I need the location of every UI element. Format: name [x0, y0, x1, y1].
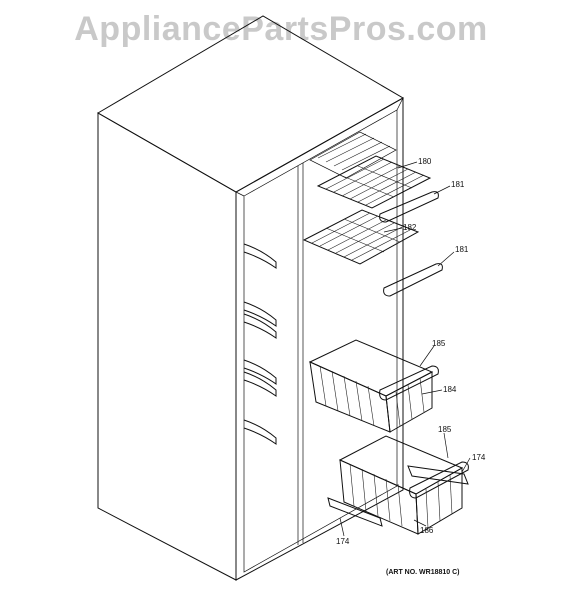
- callout-185-upper: 185: [432, 339, 446, 348]
- wire-shelf-182: [302, 209, 420, 265]
- callout-181-lower: 181: [455, 245, 469, 254]
- shelf-trim-181-lower: [383, 263, 443, 297]
- wire-shelf-180: [316, 155, 432, 209]
- shelf-trim-181-upper: [379, 191, 439, 223]
- callout-181-upper: 181: [451, 180, 465, 189]
- callout-186: 186: [420, 526, 434, 535]
- basket-handle-185-lower: [409, 461, 469, 499]
- wire-basket-184: [308, 339, 434, 433]
- door-shelf-ledges: [243, 243, 277, 445]
- slide-rail-174-left: [327, 497, 383, 527]
- slide-rail-174-right: [407, 465, 469, 485]
- leader-lines: [339, 161, 471, 537]
- callout-180: 180: [418, 157, 432, 166]
- cabinet-top-shelf: [309, 131, 397, 179]
- callout-174-left: 174: [336, 537, 350, 546]
- watermark-logo: AppliancePartsPros.com: [74, 10, 488, 48]
- callout-174-right: 174: [472, 453, 486, 462]
- basket-handle-185-upper: [379, 365, 439, 401]
- refrigerator-cabinet: [97, 15, 405, 581]
- callout-184: 184: [443, 385, 457, 394]
- art-number: (ART NO. WR18810 C): [386, 569, 460, 576]
- callout-185-lower: 185: [438, 425, 452, 434]
- wire-basket-186: [338, 435, 464, 535]
- callout-182: 182: [403, 223, 417, 232]
